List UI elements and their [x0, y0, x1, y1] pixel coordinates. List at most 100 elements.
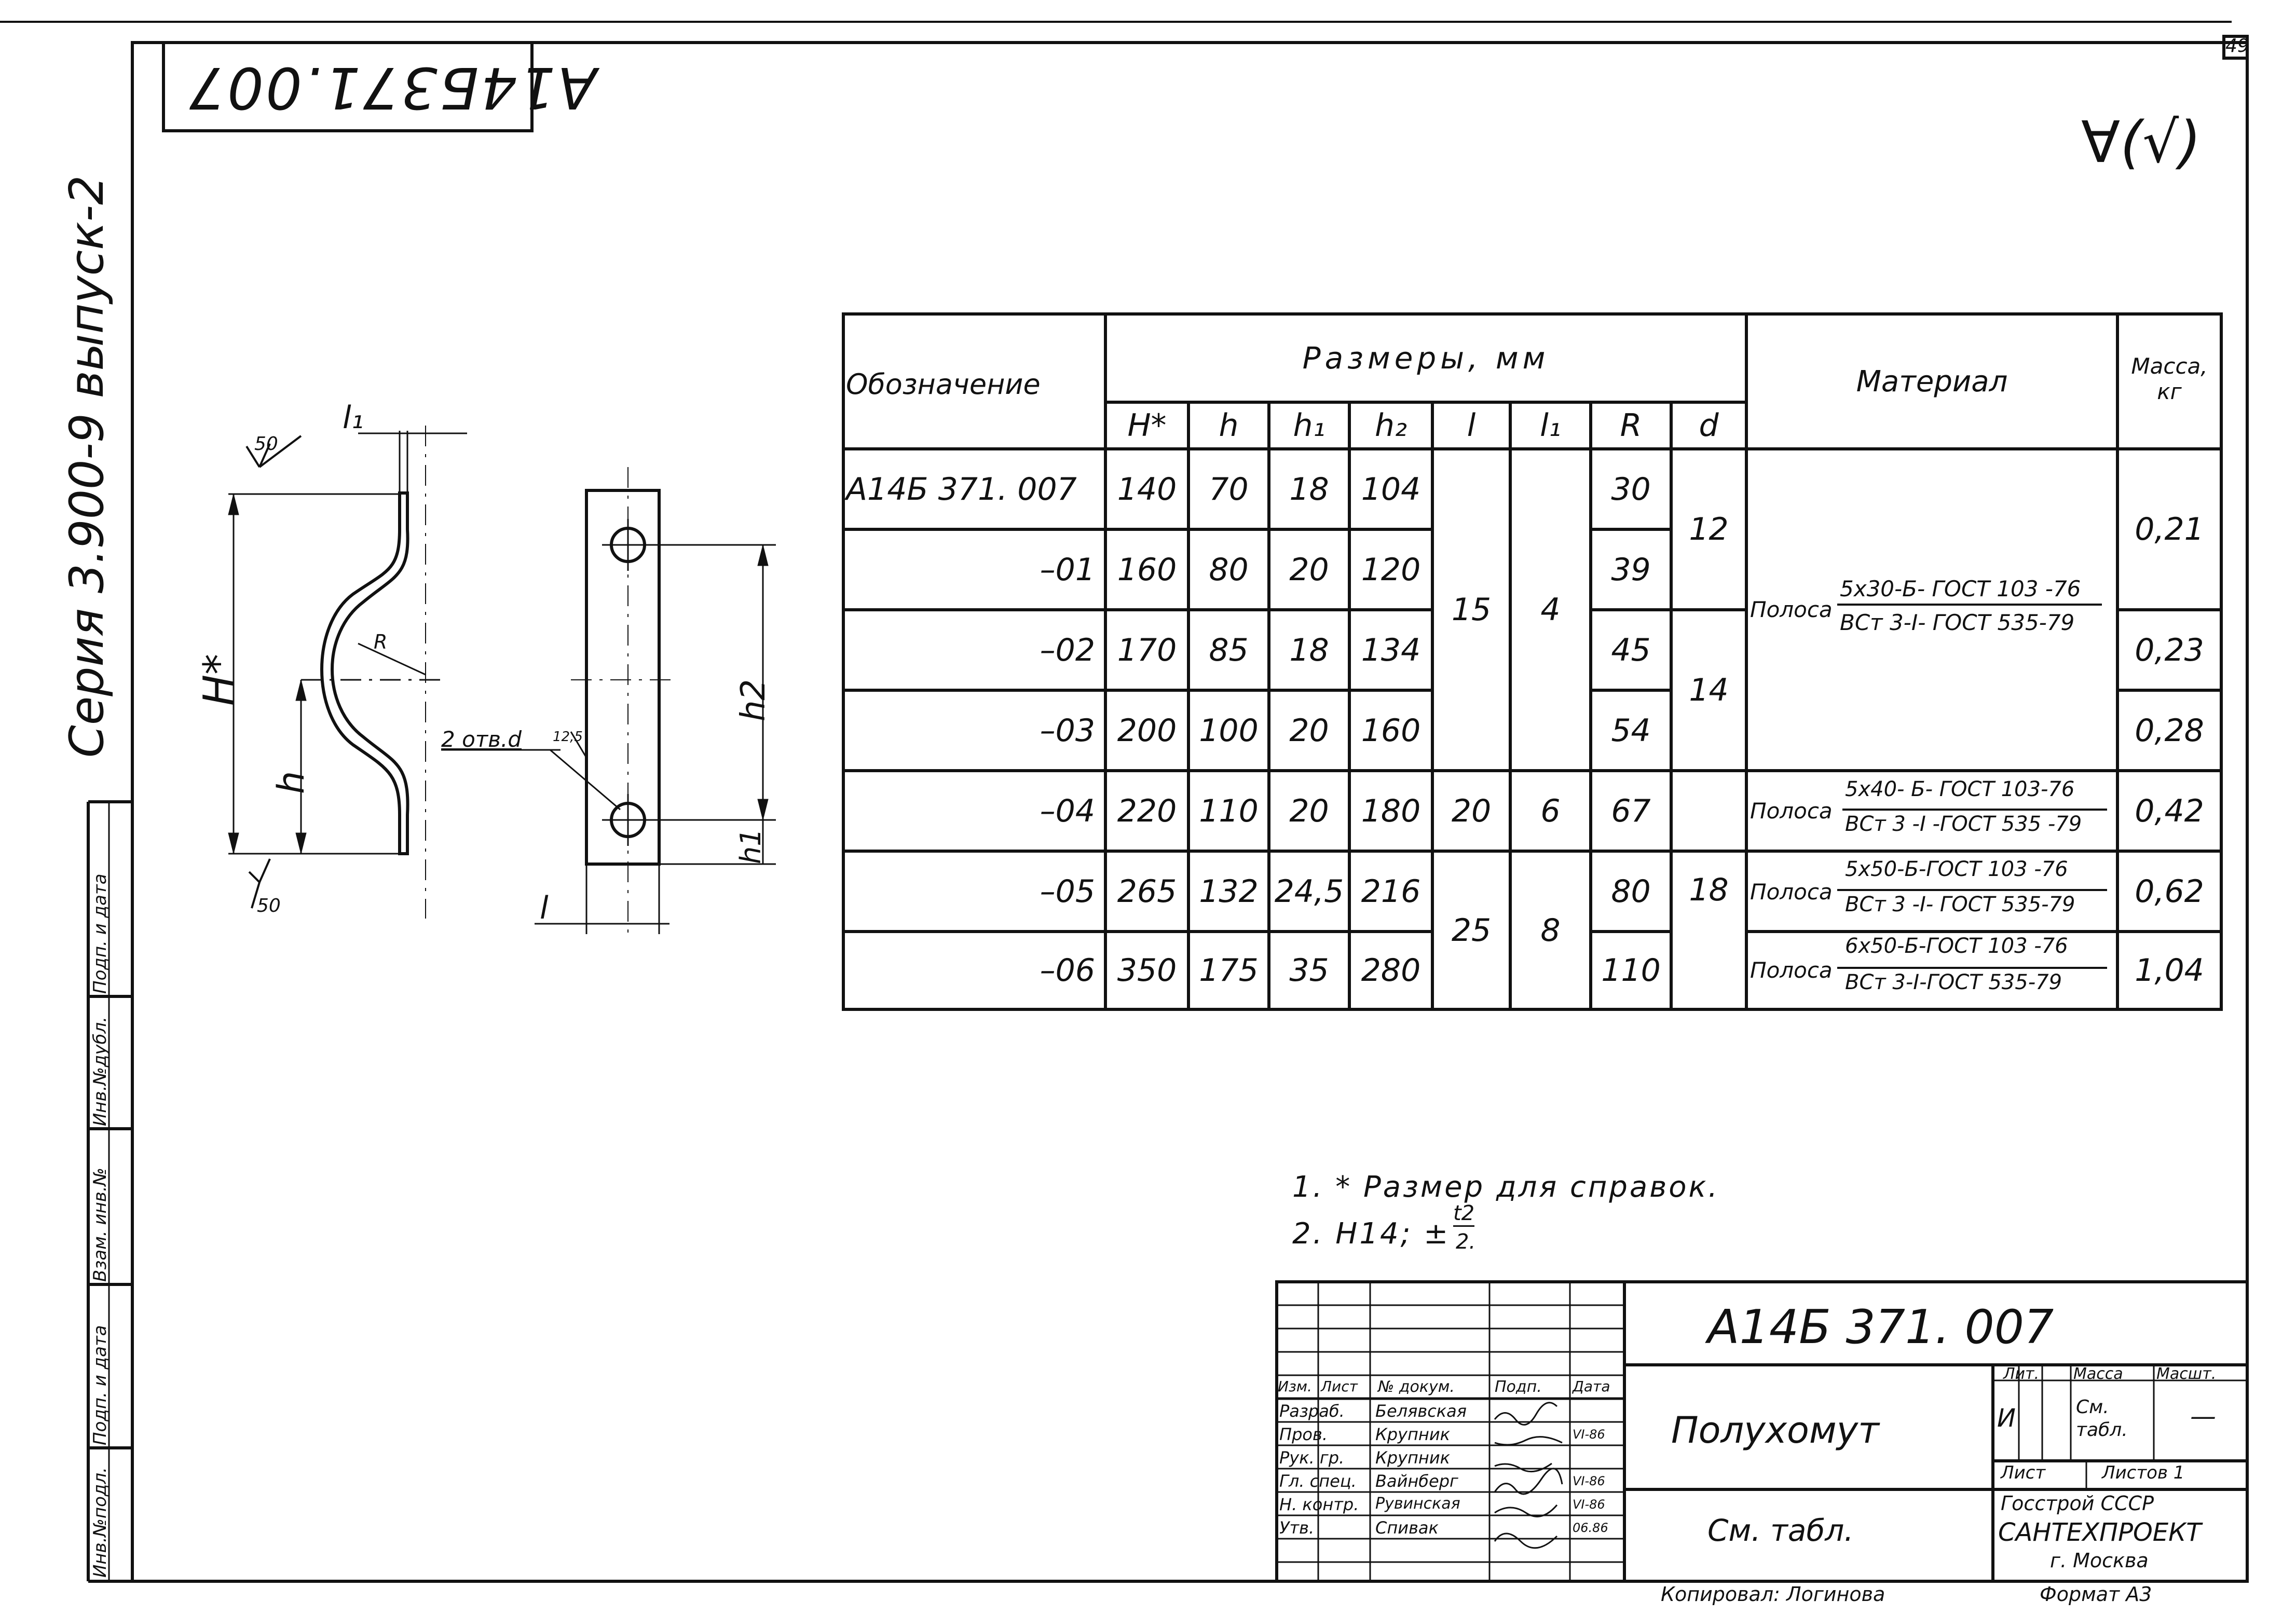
- material-label: Полоса: [1750, 879, 1833, 905]
- cell-h1: 24,5: [1274, 873, 1344, 910]
- title-code: А14Б 371. 007: [1707, 1300, 2054, 1354]
- row-designation: –02: [1040, 632, 1095, 668]
- note-2-numerator: t2: [1453, 1201, 1475, 1227]
- cell-d-14: 14: [1689, 672, 1729, 708]
- series-label: Серия 3.900-9 выпуск-2: [60, 175, 114, 758]
- subheader-h2: h₂: [1374, 407, 1407, 444]
- side-col-podp-data: Подп. и дата: [90, 1325, 111, 1445]
- row-designation: –06: [1040, 952, 1095, 989]
- cell-h2: 120: [1361, 551, 1421, 588]
- main-frame: [131, 41, 2249, 1583]
- material-bottom: ВСт 3 -I- ГОСТ 535-79: [1845, 893, 2075, 916]
- cell-R: 39: [1611, 551, 1651, 588]
- tb-role: Н. контр.: [1279, 1495, 1359, 1514]
- material-top: 5x50-Б-ГОСТ 103 -76: [1845, 857, 2068, 881]
- roughness-mark: ∀(√): [2081, 109, 2202, 175]
- row-designation: –04: [1040, 792, 1095, 829]
- tb-role: Гл. спец.: [1279, 1471, 1357, 1491]
- material-label: Полоса: [1750, 798, 1833, 824]
- cell-l-20: 20: [1451, 792, 1492, 829]
- cell-R: 110: [1601, 952, 1661, 989]
- mass-cell: 0,62: [2135, 873, 2204, 910]
- label-l1: l₁: [343, 400, 364, 436]
- tb-col-data: Дата: [1573, 1378, 1610, 1395]
- side-col-podp-data-2: Подп. и дата: [90, 873, 111, 994]
- cell-h: 70: [1209, 471, 1249, 508]
- header-sizes: Размеры, мм: [1302, 340, 1550, 376]
- tb-name: Спивак: [1375, 1518, 1439, 1538]
- tb-org-2: САНТЕХПРОЕКТ: [1998, 1518, 2202, 1547]
- cell-R: 54: [1611, 712, 1651, 749]
- cell-l1-4: 4: [1540, 592, 1561, 628]
- copied-by: Копировал: Логинова: [1661, 1583, 1885, 1606]
- header-material: Материал: [1856, 364, 2008, 399]
- tb-date: 06.86: [1573, 1521, 1608, 1535]
- tb-lit-value: И: [1997, 1404, 2016, 1433]
- label-holes: 2 отв.d: [441, 727, 522, 752]
- tb-name: Крупник: [1375, 1425, 1450, 1444]
- cell-h: 132: [1199, 873, 1259, 910]
- side-col-vzam-inv: Взам. инв.№: [90, 1167, 111, 1282]
- tb-role: Пров.: [1279, 1425, 1328, 1444]
- tb-date: VI-86: [1573, 1427, 1605, 1442]
- cell-H: 160: [1117, 551, 1177, 588]
- label-h: h: [270, 771, 312, 794]
- label-l: l: [540, 890, 549, 926]
- cell-h: 175: [1199, 952, 1259, 989]
- cell-h2: 280: [1361, 952, 1421, 989]
- material-label: Полоса: [1750, 597, 1833, 622]
- cell-h: 85: [1209, 632, 1249, 668]
- cell-h2: 160: [1361, 712, 1421, 749]
- side-col-inv-dubl: Инв.№дубл.: [90, 1016, 111, 1126]
- cell-R: 67: [1611, 792, 1651, 829]
- header-designation: Обозначение: [846, 367, 1041, 401]
- note-2-denominator: 2.: [1456, 1230, 1476, 1254]
- label-h1: h1: [734, 828, 767, 864]
- title-material-ref: См. табл.: [1707, 1513, 1854, 1548]
- cell-H: 220: [1117, 792, 1177, 829]
- tb-org-1: Госстрой СССР: [2001, 1492, 2154, 1515]
- mirrored-stamp-code: А14Б371.007: [187, 54, 597, 121]
- cell-H: 140: [1117, 471, 1177, 508]
- subheader-H: H*: [1127, 407, 1167, 444]
- format-label: Формат А3: [2040, 1583, 2152, 1606]
- tb-role: Разраб.: [1279, 1401, 1345, 1421]
- cell-R: 30: [1611, 471, 1651, 508]
- cell-l1-8: 8: [1540, 912, 1561, 949]
- mass-cell: 0,23: [2135, 632, 2204, 668]
- tb-col-izm: Изм.: [1278, 1378, 1312, 1395]
- cell-h1: 20: [1289, 551, 1329, 588]
- table-grid: [842, 312, 2223, 1011]
- part-plan: [441, 467, 776, 934]
- mass-cell: 1,04: [2135, 952, 2204, 989]
- tb-lit-label: Лит.: [2003, 1365, 2040, 1383]
- cell-h2: 104: [1361, 471, 1421, 508]
- tb-date: VI-86: [1573, 1474, 1605, 1488]
- cell-h2: 134: [1361, 632, 1421, 668]
- tb-name: Белявская: [1375, 1401, 1467, 1421]
- cell-h1: 35: [1289, 952, 1329, 989]
- subheader-l1: l₁: [1540, 407, 1561, 444]
- tb-name: Вайнберг: [1375, 1471, 1458, 1491]
- material-label: Полоса: [1750, 957, 1833, 983]
- row-designation: –01: [1040, 551, 1095, 588]
- label-rough-hole: 12,5: [553, 729, 583, 745]
- tb-role: Утв.: [1279, 1518, 1315, 1538]
- subheader-l: l: [1467, 407, 1476, 444]
- cell-h1: 18: [1289, 632, 1329, 668]
- note-2: 2. H14; ±: [1292, 1217, 1451, 1251]
- subheader-d: d: [1699, 407, 1719, 444]
- tb-col-podp: Подп.: [1495, 1378, 1542, 1396]
- material-bottom: ВСт 3-I- ГОСТ 535-79: [1840, 610, 2075, 635]
- row-designation: А14Б 371. 007: [846, 471, 1077, 508]
- tb-sheets-label: Листов 1: [2102, 1462, 2185, 1483]
- label-rough-bottom: 50: [257, 895, 281, 916]
- material-bottom: ВСт 3 -I -ГОСТ 535 -79: [1845, 812, 2082, 836]
- tb-date: VI-86: [1573, 1497, 1605, 1512]
- side-col-inv-podl: Инв.№подл.: [90, 1467, 111, 1578]
- header-mass: Масса, кг: [2131, 353, 2208, 404]
- title-block-grid: [1275, 1280, 2249, 1583]
- cell-l1-6: 6: [1540, 792, 1561, 829]
- material-top: 6x50-Б-ГОСТ 103 -76: [1845, 934, 2068, 958]
